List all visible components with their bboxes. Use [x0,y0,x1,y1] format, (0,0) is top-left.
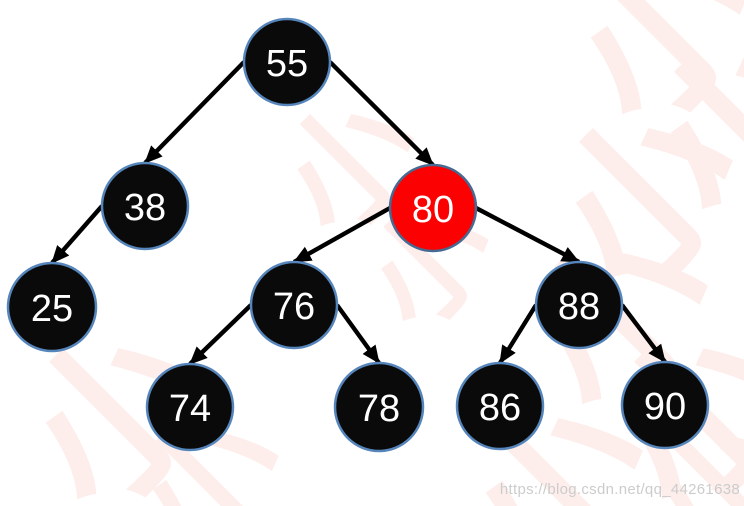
tree-edge-55-80 [328,60,435,167]
tree-edge-88-86 [498,303,538,365]
tree-node-78 [333,361,425,453]
tree-edge-38-25 [50,204,104,265]
tree-node-label-90: 90 [644,386,686,428]
tree-node-74 [145,362,235,452]
tree-node-label-80: 80 [412,189,454,231]
tree-node-55 [242,17,332,107]
tree-node-76 [249,260,339,350]
tree-edge-80-88 [474,206,581,264]
tree-node-label-76: 76 [273,286,315,328]
tree-nodes: 55 38 80 25 76 88 74 78 86 90 [6,17,710,453]
tree-node-label-38: 38 [124,187,166,229]
tree-node-label-88: 88 [558,286,600,328]
tree-node-88 [534,260,624,350]
tree-node-90 [620,360,710,450]
tree-edge-76-78 [335,303,381,365]
tree-edge-55-38 [143,60,246,165]
tree-node-label-55: 55 [266,43,308,85]
tree-edges [50,60,667,366]
tree-node-label-25: 25 [31,288,73,330]
tree-node-25 [6,261,98,353]
tree-node-label-78: 78 [358,388,400,430]
tree-node-86 [455,361,545,451]
tree-edge-80-76 [292,206,392,264]
tree-edge-76-74 [188,303,253,366]
tree-node-label-86: 86 [479,387,521,429]
tree-node-38 [100,161,190,251]
tree-edge-88-90 [620,303,667,364]
tree-node-label-74: 74 [169,388,211,430]
tree-node-80 [388,163,478,253]
